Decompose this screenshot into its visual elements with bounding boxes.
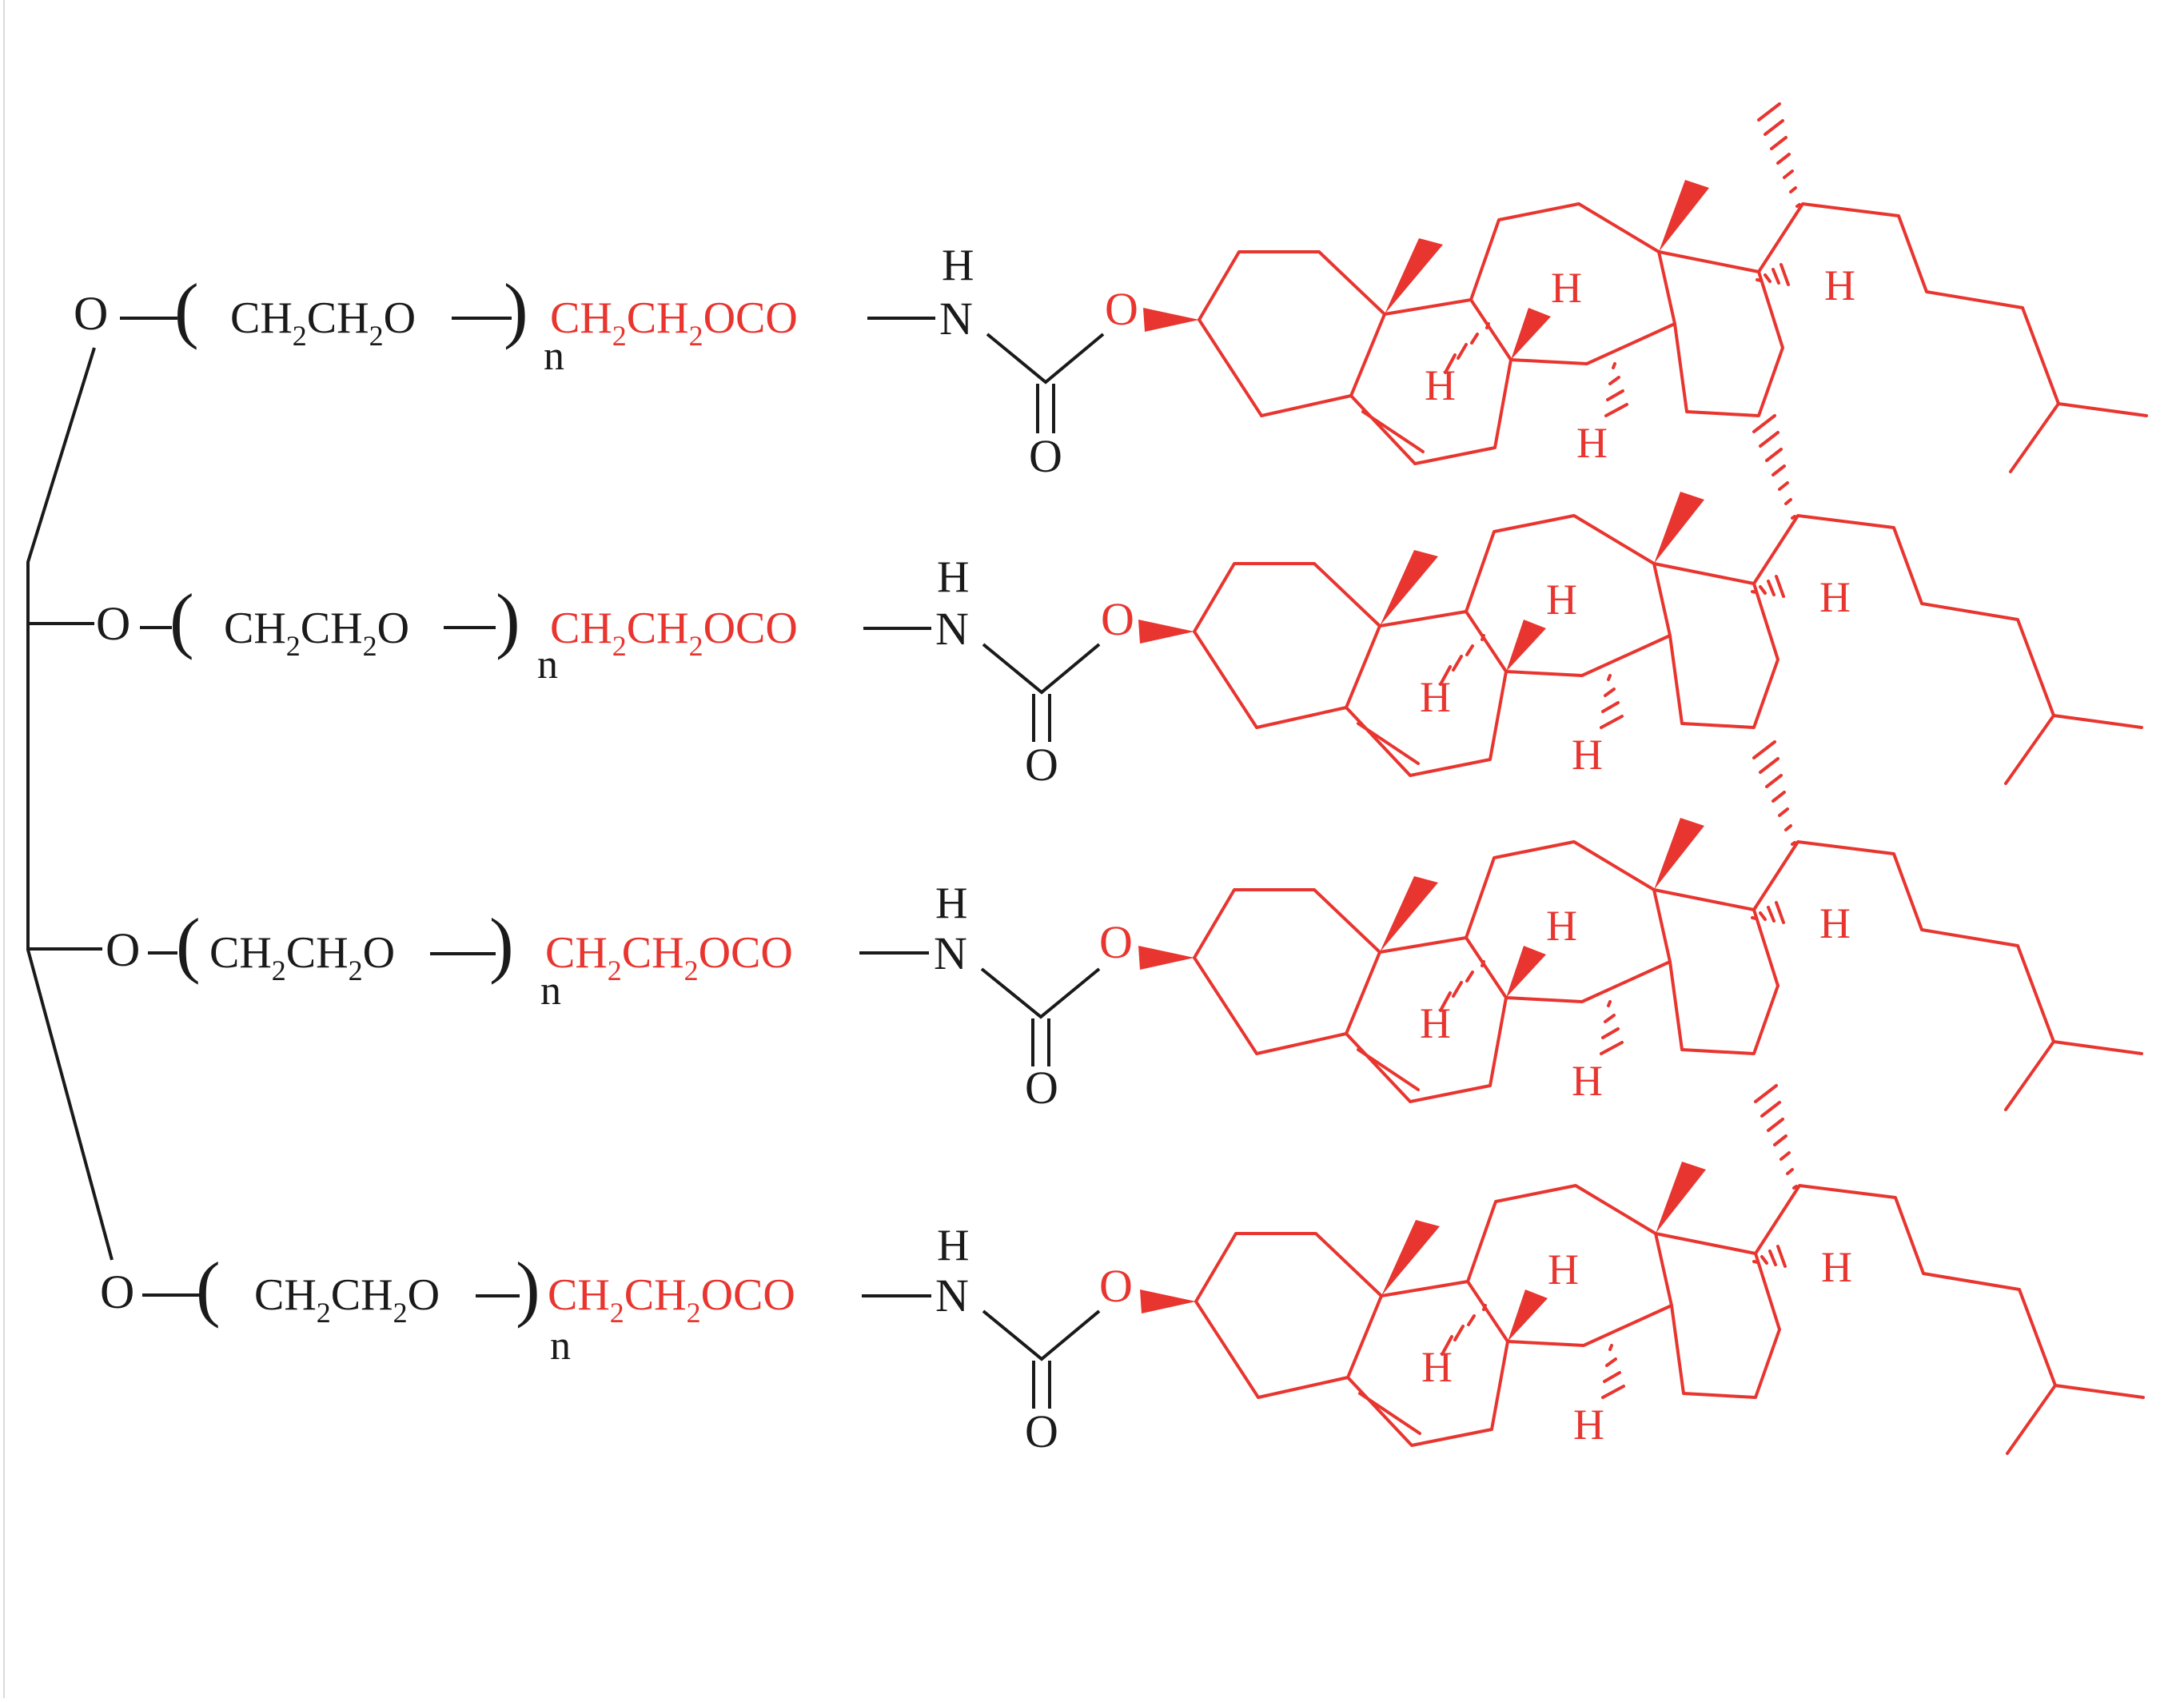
bracket-close: )	[496, 579, 520, 660]
bracket-open: (	[169, 579, 194, 660]
arm-4: O ( CH2CH2O ) n CH2CH2OCO H N O O H H H …	[100, 1084, 2145, 1457]
steroid-h-label: H	[1421, 1343, 1453, 1391]
steroid-h-label: H	[1546, 576, 1577, 624]
carbonyl-o: O	[1029, 430, 1062, 482]
ethylene-carbonate-spacer: CH2CH2OCO	[548, 1270, 795, 1329]
peg-repeat-unit: CH2CH2O	[224, 604, 409, 662]
bracket-close: )	[504, 269, 528, 350]
bracket-close: )	[489, 903, 514, 985]
carbamate-bonds	[986, 333, 1105, 385]
ethylene-carbonate-spacer: CH2CH2OCO	[550, 293, 798, 352]
amide-h: H	[942, 241, 974, 290]
amide-n: N	[935, 603, 969, 655]
core-backbone-line	[26, 347, 114, 1261]
steroid-h-label: H	[1572, 731, 1603, 779]
cholesterol-moiety: H H H H	[1138, 1084, 2145, 1455]
cholesterol-moiety: H H H H	[1137, 740, 2143, 1111]
carbonyl-o: O	[1025, 1062, 1058, 1114]
branched-core	[26, 347, 114, 1261]
amide-h: H	[937, 552, 969, 602]
ethylene-carbonate-spacer: CH2CH2OCO	[550, 604, 798, 662]
steroid-h-label: H	[1824, 261, 1855, 309]
core-ether-o: O	[74, 287, 108, 340]
carbonyl-o: O	[1025, 1405, 1058, 1457]
steroid-h-label: H	[1546, 902, 1577, 950]
amide-n: N	[935, 1270, 969, 1321]
bracket-open: (	[174, 269, 199, 350]
amide-n: N	[939, 293, 973, 345]
core-ether-o: O	[106, 923, 140, 976]
ester-o: O	[1101, 593, 1134, 645]
repeat-subscript-n: n	[540, 968, 561, 1014]
peg-repeat-unit: CH2CH2O	[209, 928, 395, 987]
amide-h: H	[937, 1221, 969, 1270]
carbamate-bonds	[980, 967, 1101, 1019]
steroid-h-label: H	[1551, 264, 1582, 312]
ethylene-carbonate-spacer: CH2CH2OCO	[545, 928, 793, 987]
steroid-h-label: H	[1420, 999, 1451, 1047]
repeat-subscript-n: n	[537, 642, 558, 688]
cholesterol-moiety: H H H H	[1137, 414, 2143, 785]
carbamate-bonds	[982, 1309, 1101, 1361]
bracket-open: (	[176, 903, 201, 985]
peg-repeat-unit: CH2CH2O	[254, 1270, 440, 1329]
amide-h: H	[935, 879, 967, 928]
steroid-h-label: H	[1425, 361, 1456, 409]
steroid-h-label: H	[1548, 1246, 1579, 1293]
bracket-close: )	[516, 1247, 540, 1329]
peg-repeat-unit: CH2CH2O	[230, 293, 416, 352]
steroid-h-label: H	[1819, 899, 1851, 947]
steroid-h-label: H	[1576, 419, 1608, 467]
steroid-h-label: H	[1573, 1401, 1604, 1449]
arm-2: O ( CH2CH2O ) n CH2CH2OCO H N O O H H H …	[28, 414, 2143, 791]
steroid-h-label: H	[1819, 573, 1851, 621]
arm-3: O ( CH2CH2O ) n CH2CH2OCO H N O O H H H …	[106, 740, 2143, 1114]
cholesterol-moiety: H H H H	[1142, 102, 2148, 473]
ester-o: O	[1099, 916, 1133, 968]
steroid-h-label: H	[1420, 673, 1451, 721]
steroid-h-label: H	[1821, 1243, 1852, 1291]
repeat-subscript-n: n	[550, 1323, 571, 1369]
amide-n: N	[934, 927, 967, 979]
core-ether-o: O	[100, 1266, 134, 1318]
arm-1: O ( CH2CH2O ) n CH2CH2OCO H N O O H H H …	[74, 102, 2148, 482]
repeat-subscript-n: n	[544, 333, 564, 379]
bracket-open: (	[196, 1247, 221, 1329]
steroid-h-label: H	[1572, 1057, 1603, 1105]
core-ether-o: O	[96, 597, 130, 650]
ester-o: O	[1099, 1260, 1133, 1312]
carbamate-bonds	[982, 643, 1101, 695]
ester-o: O	[1105, 283, 1138, 335]
carbonyl-o: O	[1025, 739, 1058, 791]
